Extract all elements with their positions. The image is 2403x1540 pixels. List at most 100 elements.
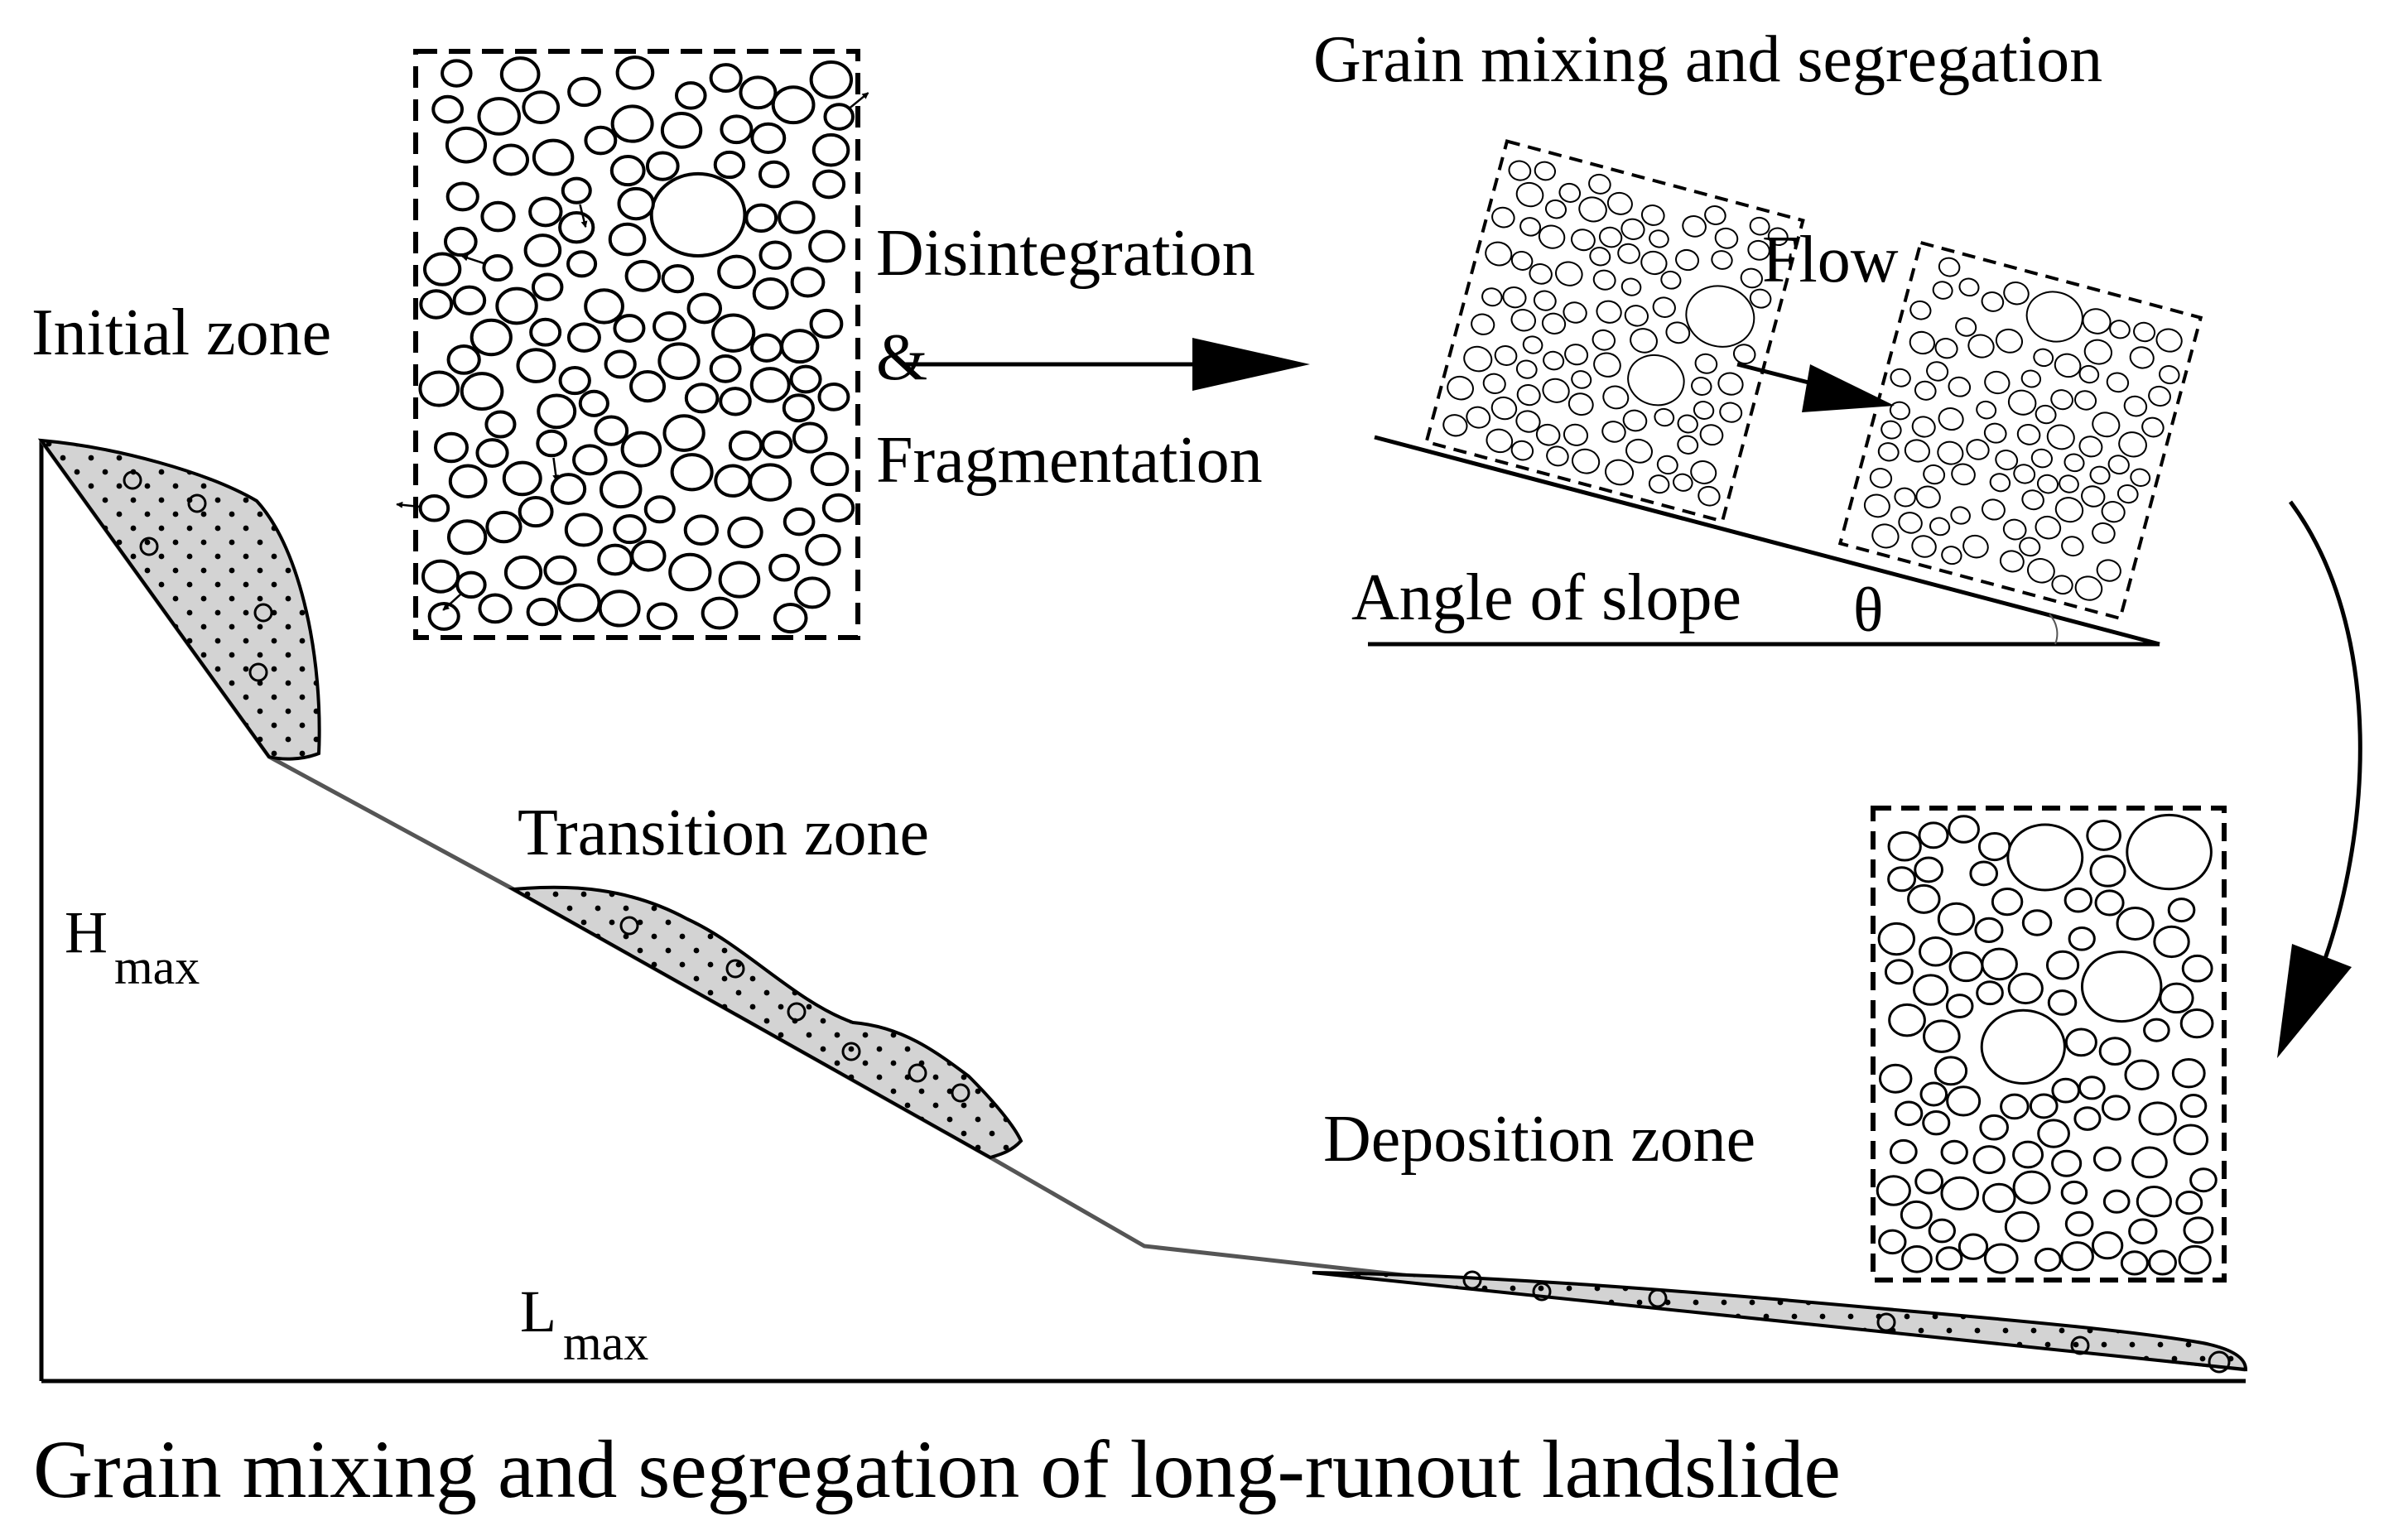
grain: [1714, 227, 1739, 249]
grain: [1698, 485, 1721, 507]
grain: [1976, 980, 2004, 1006]
grain: [2045, 950, 2080, 980]
grain: [750, 122, 787, 154]
grain: [789, 364, 822, 394]
grain: [2153, 925, 2190, 959]
grain: [2004, 1210, 2040, 1243]
grain: [531, 272, 564, 301]
grain: [1558, 182, 1582, 203]
grain: [477, 97, 521, 136]
grain: [503, 555, 543, 590]
grain: [2074, 575, 2103, 601]
grain: [1533, 290, 1557, 311]
grain: [2167, 898, 2196, 923]
grain: [1884, 959, 1914, 985]
grain: [1516, 384, 1541, 407]
grain: [1909, 330, 1936, 355]
flow-grain-cluster-before: [1442, 160, 1789, 507]
flow-grain-cluster-after: [1863, 257, 2183, 601]
grain: [1941, 546, 1962, 565]
grain: [2036, 474, 2059, 494]
grain: [1463, 345, 1493, 373]
grain: [2128, 1218, 2158, 1244]
grain: [794, 576, 831, 609]
grain: [2012, 1140, 2044, 1169]
grain: [1889, 1138, 1918, 1164]
grain: [1534, 161, 1557, 181]
grain: [2060, 1180, 2088, 1205]
grain: [646, 602, 678, 631]
grain: [1876, 1175, 1911, 1206]
grain: [2035, 404, 2057, 425]
grain: [629, 369, 667, 403]
grain: [1749, 216, 1770, 236]
grain: [610, 104, 654, 143]
grain: [2083, 339, 2112, 365]
grain: [518, 495, 554, 528]
grain: [604, 349, 637, 379]
grain: [427, 601, 460, 631]
motion-arrow: [442, 594, 461, 611]
grain: [2081, 485, 2106, 508]
grain: [499, 56, 541, 93]
grain: [2107, 455, 2130, 475]
grain: [1535, 423, 1561, 446]
grain: [1620, 277, 1642, 296]
grain: [2136, 1185, 2173, 1218]
grain: [613, 514, 647, 545]
transition-zone-label: Transition zone: [518, 796, 929, 869]
grain: [608, 222, 647, 257]
grain: [1982, 498, 2006, 521]
grain: [1938, 407, 1964, 431]
motion-arrow: [552, 457, 560, 482]
mixing-title: Grain mixing and segregation: [1313, 23, 2102, 96]
grain: [1515, 359, 1538, 379]
grain: [739, 75, 778, 110]
grain: [714, 464, 752, 498]
grain: [2133, 321, 2156, 343]
grain: [2094, 889, 2125, 917]
grain: [2006, 823, 2084, 892]
grain: [1675, 248, 1700, 272]
grain: [1991, 888, 2024, 917]
grain: [441, 59, 473, 88]
grain: [2047, 989, 2078, 1016]
grain: [1652, 296, 1676, 318]
grain: [749, 463, 792, 502]
grain: [485, 510, 522, 544]
grain: [1974, 917, 2004, 943]
deposition-zone-deposit: [1312, 1270, 2248, 1374]
grain: [470, 318, 513, 357]
grain: [2179, 1094, 2208, 1119]
grain: [749, 367, 791, 403]
grain: [1447, 375, 1474, 401]
initial-grain-box: [396, 49, 869, 640]
grain: [1937, 902, 1976, 936]
grain: [598, 590, 641, 628]
grain: [1542, 378, 1570, 403]
grain: [1932, 281, 1953, 300]
grain: [2131, 1146, 2168, 1179]
grain: [2092, 1146, 2121, 1172]
grain: [536, 429, 567, 458]
grain: [2179, 1008, 2214, 1039]
grain: [2129, 346, 2155, 369]
grain: [1691, 376, 1712, 396]
grain: [2120, 1250, 2149, 1276]
grain: [1442, 414, 1468, 437]
grain: [1914, 380, 1937, 401]
grain: [761, 430, 793, 460]
theta-symbol: θ: [1853, 575, 1883, 645]
grain: [1570, 229, 1596, 252]
grain: [1690, 460, 1717, 484]
grain: [1767, 227, 1789, 247]
grain: [2086, 819, 2121, 851]
grain: [2143, 1018, 2170, 1042]
grain: [1894, 1100, 1924, 1127]
grain: [2089, 465, 2111, 485]
grain: [567, 76, 601, 108]
grain: [502, 460, 542, 497]
grain: [617, 186, 655, 221]
grain: [460, 372, 504, 411]
